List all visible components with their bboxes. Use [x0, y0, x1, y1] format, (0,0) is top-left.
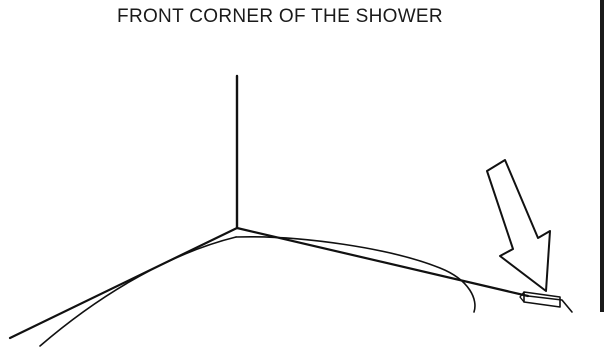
- pan-lip-left: [39, 236, 237, 347]
- base-edge-tip: [527, 295, 573, 313]
- right-base-edge: [235, 226, 530, 298]
- pan-lip-right: [235, 235, 476, 313]
- left-base-edge: [8, 226, 239, 340]
- arrow-down-right-icon: [486, 159, 551, 292]
- diagram-caption: FRONT CORNER OF THE SHOWER: [117, 6, 443, 27]
- corner-part: [519, 291, 561, 308]
